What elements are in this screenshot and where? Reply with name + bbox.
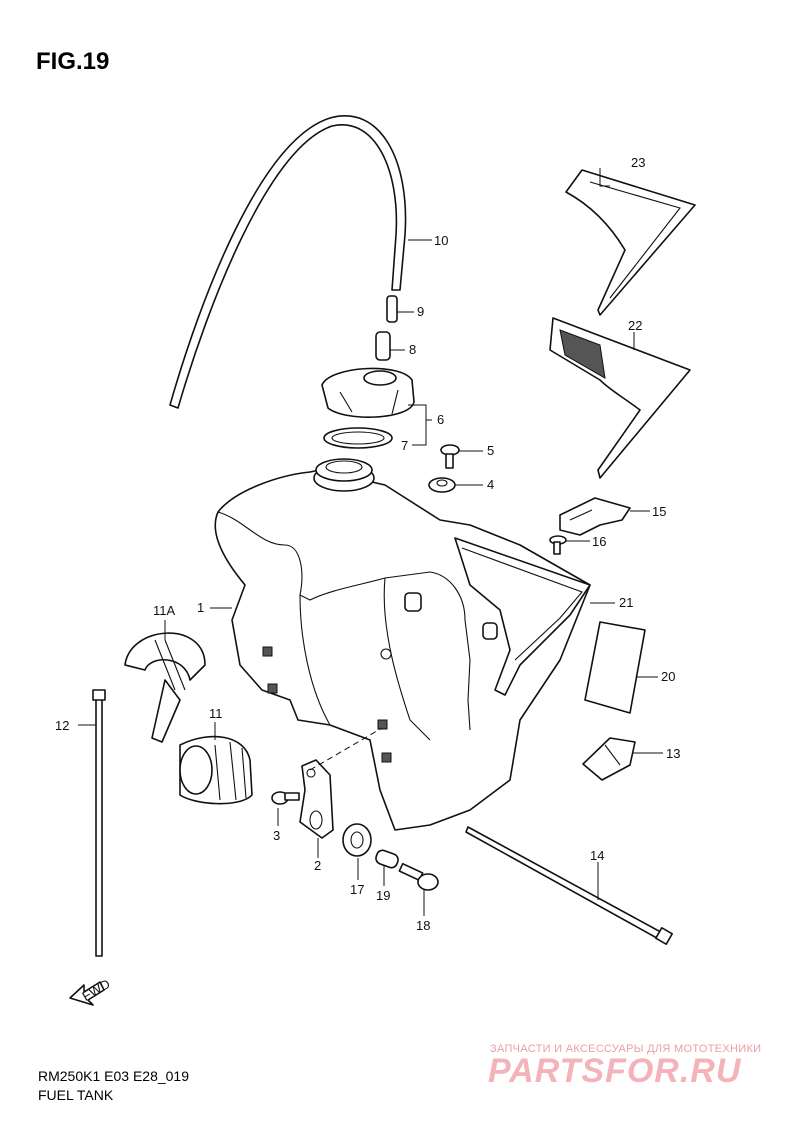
part-label-21: 21 <box>619 595 633 610</box>
part-label-19: 19 <box>376 888 390 903</box>
bracket-2 <box>299 759 334 839</box>
part-label-1: 1 <box>197 600 204 615</box>
part-label-7: 7 <box>401 438 408 453</box>
bolt-5 <box>440 444 460 469</box>
part-label-23: 23 <box>631 155 645 170</box>
part-label-11a: 11A <box>153 603 175 618</box>
damper-13 <box>582 737 636 781</box>
fuel-cap <box>321 367 415 418</box>
model-code: RM250K1 E03 E28_019 <box>38 1068 189 1084</box>
leader-lines <box>78 168 663 916</box>
part-label-5: 5 <box>487 443 494 458</box>
part-label-13: 13 <box>666 746 680 761</box>
part-label-11: 11 <box>209 706 223 721</box>
screw-16 <box>549 535 567 555</box>
part-label-22: 22 <box>628 318 642 333</box>
hose-fitting <box>386 295 398 323</box>
part-label-10: 10 <box>434 233 448 248</box>
screw-3 <box>271 791 300 805</box>
figure-title: FIG.19 <box>36 48 110 75</box>
part-label-3: 3 <box>273 828 280 843</box>
part-label-16: 16 <box>592 534 606 549</box>
shroud-22 <box>549 317 691 479</box>
part-label-6: 6 <box>437 412 444 427</box>
ring-11 <box>179 735 253 805</box>
clip-11a <box>124 632 206 743</box>
part-label-2: 2 <box>314 858 321 873</box>
pad-20 <box>584 621 646 714</box>
part-label-9: 9 <box>417 304 424 319</box>
fwd-label: FWD <box>80 976 113 1004</box>
cable-tie-12 <box>92 689 106 957</box>
cap-seal <box>323 427 393 449</box>
part-label-8: 8 <box>409 342 416 357</box>
part-label-12: 12 <box>55 718 69 733</box>
fwd-arrow-icon: FWD <box>69 976 113 1006</box>
breather-hose <box>169 115 407 409</box>
cap-valve <box>375 331 391 361</box>
section-name: FUEL TANK <box>38 1087 114 1103</box>
part-label-17: 17 <box>350 882 364 897</box>
part-label-15: 15 <box>652 504 666 519</box>
watermark-tagline: ЗАПЧАСТИ И АКСЕССУАРЫ ДЛЯ МОТОТЕХНИКИ <box>490 1043 762 1055</box>
grommet-17 <box>342 823 372 857</box>
cushion-4 <box>428 477 456 493</box>
bolt-18 <box>398 862 439 891</box>
part-label-14: 14 <box>590 848 604 863</box>
watermark-logo: PARTSFOR.RU <box>488 1052 742 1090</box>
part-label-18: 18 <box>416 918 430 933</box>
part-label-4: 4 <box>487 477 494 492</box>
strap-15 <box>559 497 631 536</box>
collar-19 <box>375 849 399 869</box>
side-guard <box>454 537 591 696</box>
part-label-20: 20 <box>661 669 675 684</box>
shroud-23 <box>565 169 696 316</box>
cable-tie-14 <box>465 826 673 945</box>
